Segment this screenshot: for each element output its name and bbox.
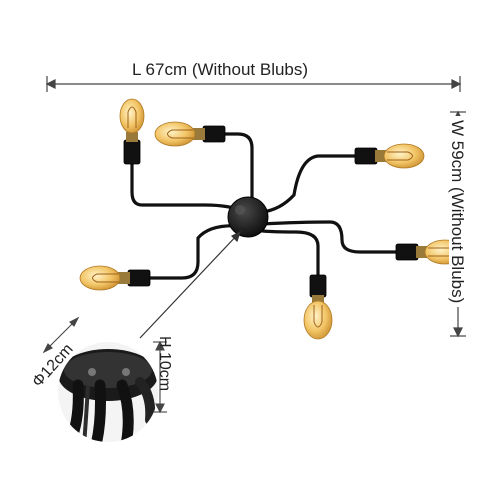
canopy-detail-image [58,342,158,442]
bulb-2 [154,121,205,147]
bulb-5 [303,295,333,340]
length-dimension-line [45,76,462,92]
edison-bulbs [79,98,466,340]
length-dimension-label: L 67cm (Without Blubs) [128,61,313,78]
diameter-dimension-line [42,316,80,354]
detail-callout-line [139,230,242,339]
bulb-3 [375,143,425,169]
width-dimension-label: W 59cm (Without Blubs) [448,116,467,308]
ceiling-canopy [227,196,269,238]
bulb-6 [79,265,130,291]
bulb-sockets [123,125,419,298]
bulb-1 [119,98,145,142]
height-dimension-label: H 10cm [156,336,173,392]
height-dimension-line [153,340,167,414]
chandelier-arms [130,132,400,280]
